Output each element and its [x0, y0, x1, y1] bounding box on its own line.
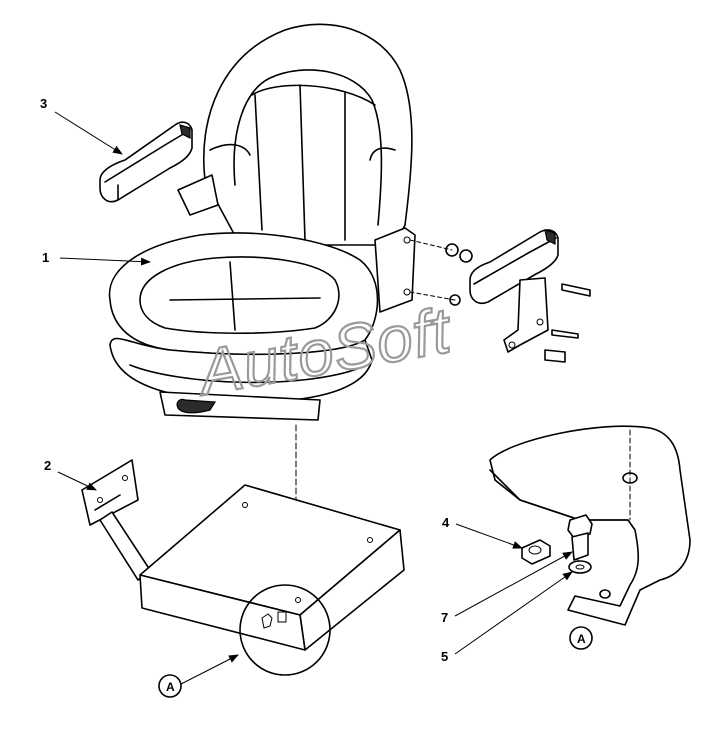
callout-label-armrest: 3 [40, 96, 47, 111]
detail-letter-left: A [166, 680, 175, 694]
right-armrest [409, 229, 591, 363]
leader-seat [59, 257, 151, 266]
callout-7: 7 [441, 551, 573, 625]
callout-1: 1 [42, 250, 151, 266]
detail-letter-right: A [577, 632, 586, 646]
detail-circle [239, 584, 331, 676]
leader-washer [454, 571, 573, 655]
detail-small-bolt [261, 613, 273, 629]
detail-bubble-left: A [158, 654, 239, 698]
leader-armrest [54, 111, 123, 155]
callout-4: 4 [442, 515, 523, 549]
callout-label-nut: 4 [442, 515, 450, 530]
callout-5: 5 [441, 571, 573, 664]
callout-2: 2 [44, 458, 97, 491]
seat-assembly [108, 23, 416, 421]
mounting-bracket [81, 459, 405, 651]
callout-3: 3 [40, 96, 123, 155]
callout-label-seat: 1 [42, 250, 49, 265]
detail-bubble-right: A [569, 626, 593, 650]
left-armrest [99, 121, 193, 203]
leader-nut [455, 523, 523, 549]
leader-detail [180, 654, 239, 685]
detail-a-view [489, 425, 691, 626]
callout-label-bolt: 7 [441, 610, 448, 625]
leader-bolt [454, 551, 573, 617]
leader-bracket [57, 471, 97, 491]
callout-label-bracket: 2 [44, 458, 51, 473]
callout-label-washer: 5 [441, 649, 448, 664]
